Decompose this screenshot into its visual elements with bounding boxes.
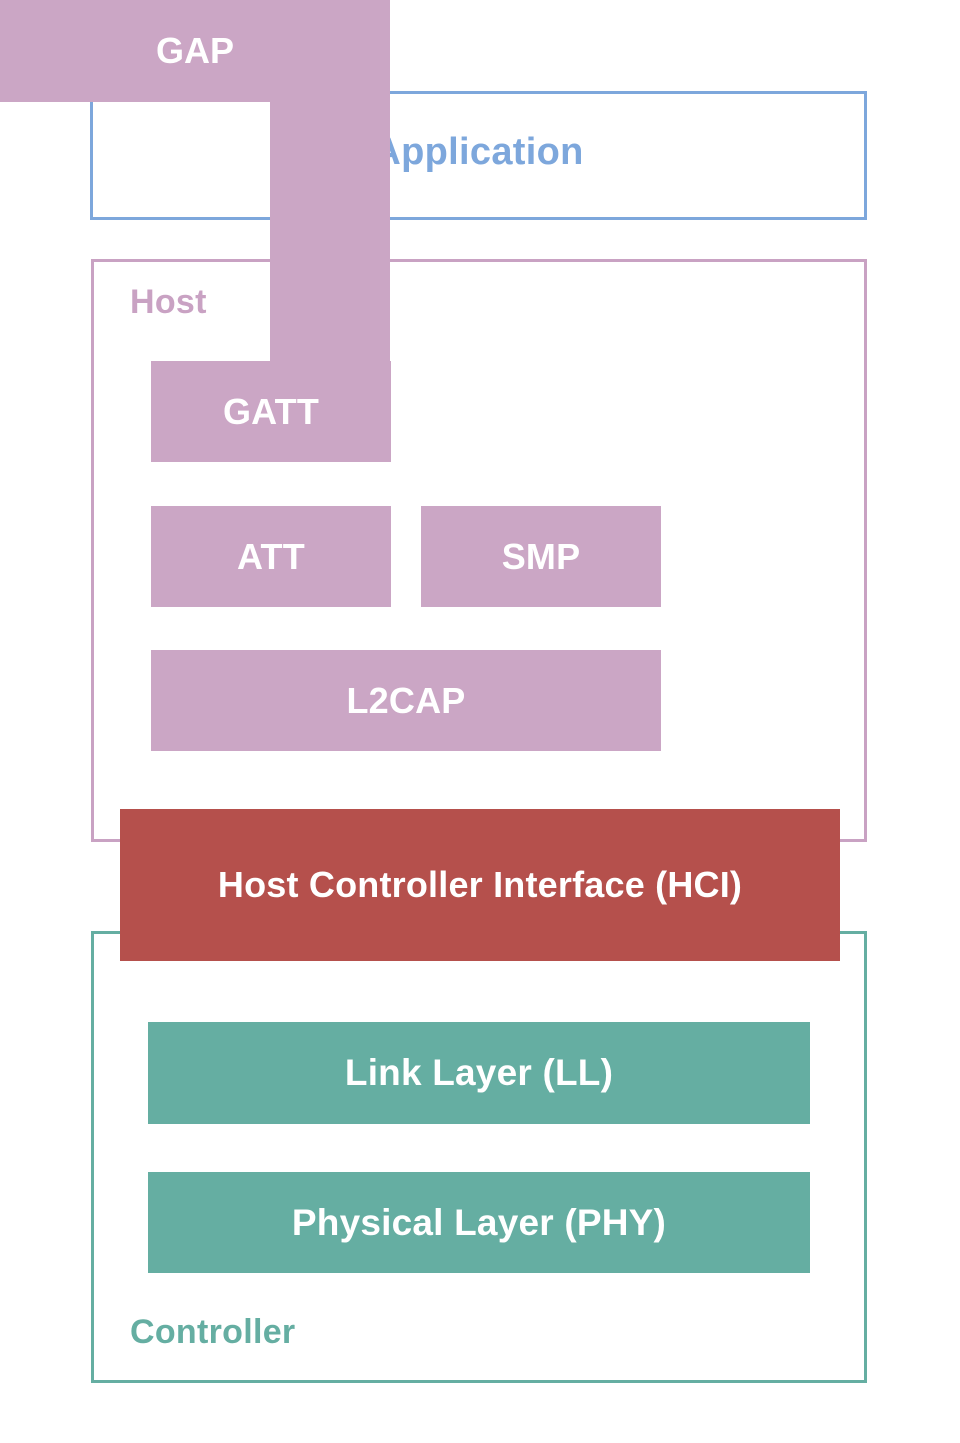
host-block-gap-label: GAP — [155, 30, 234, 71]
controller-block-link-layer: Link Layer (LL) — [148, 1022, 810, 1124]
host-controller-interface-block: Host Controller Interface (HCI) — [120, 809, 840, 961]
host-block-att: ATT — [151, 506, 391, 607]
gap-side-column — [270, 0, 390, 390]
application-layer-label: Application — [373, 131, 584, 173]
host-layer-label: Host — [130, 283, 207, 321]
host-block-smp: SMP — [421, 506, 661, 607]
application-layer-box — [90, 91, 867, 220]
controller-layer-label: Controller — [130, 1313, 296, 1351]
host-block-l2cap: L2CAP — [151, 650, 661, 751]
host-block-gap: GAP — [0, 0, 390, 390]
controller-block-physical-layer: Physical Layer (PHY) — [148, 1172, 810, 1273]
